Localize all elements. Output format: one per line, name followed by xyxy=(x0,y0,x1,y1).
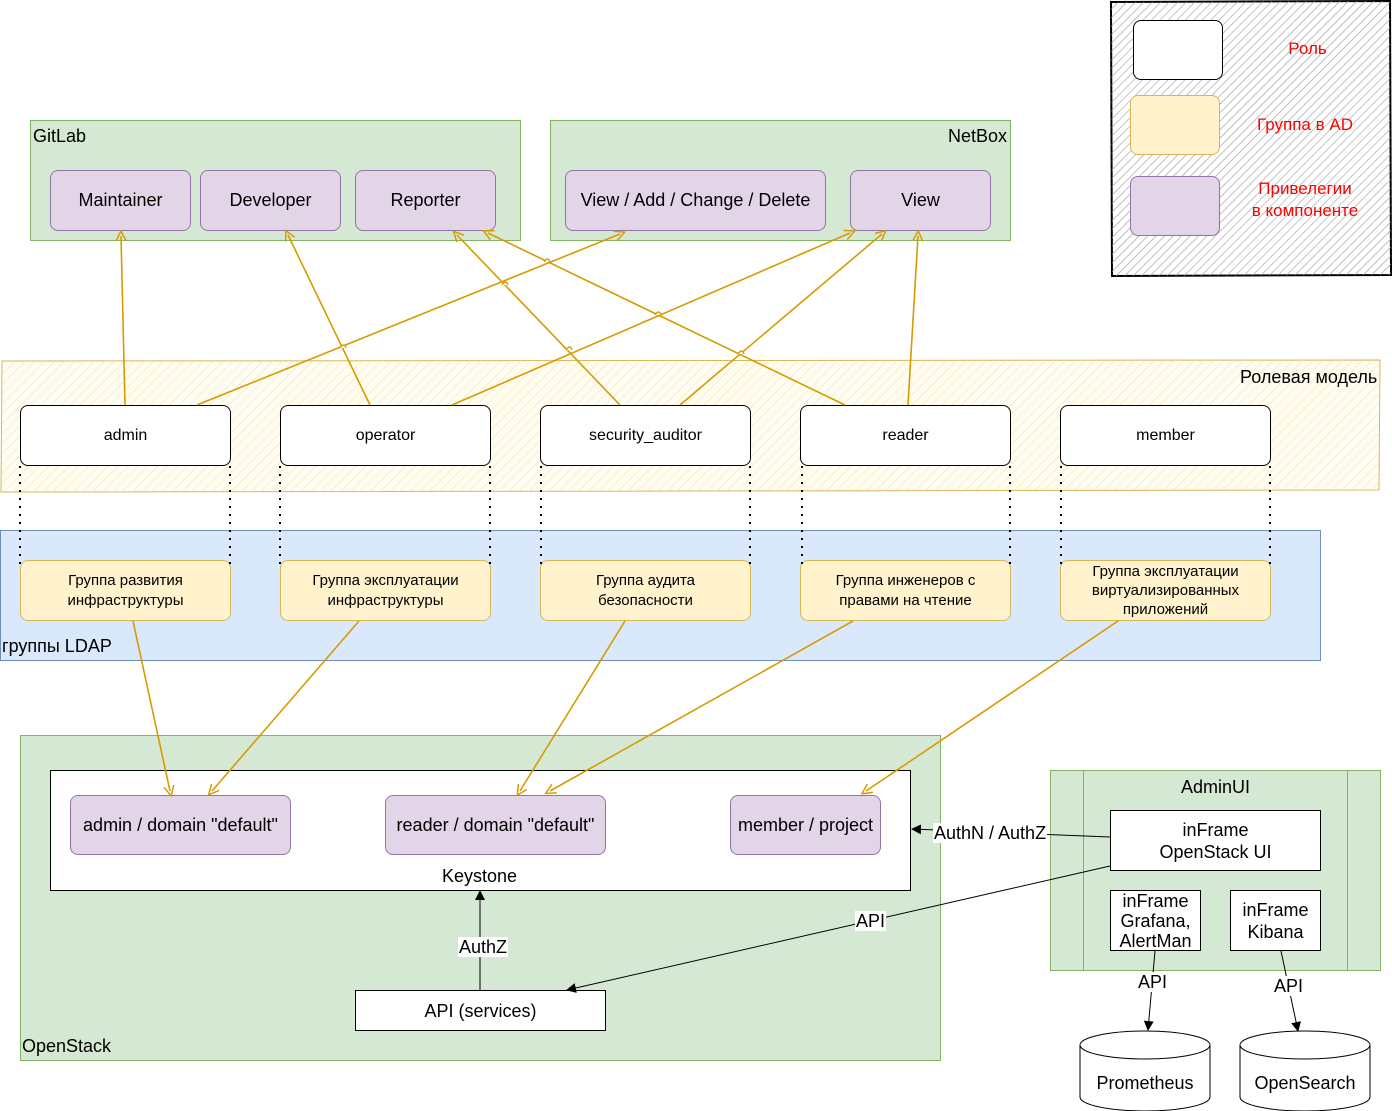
netbox-title: NetBox xyxy=(948,126,1008,146)
arrow-admin-maintainer xyxy=(121,236,125,406)
prometheus-label: Prometheus xyxy=(1096,1073,1194,1093)
keystone-role-member-project[interactable]: member / project xyxy=(730,795,881,855)
keystone-role-admin-default[interactable]: admin / domain "default" xyxy=(70,795,291,855)
keystone-role-reader-default[interactable]: reader / domain "default" xyxy=(385,795,606,855)
arrow-auditor-reporter xyxy=(457,235,621,406)
api-services-box[interactable]: API (services) xyxy=(355,990,606,1031)
role-reader[interactable]: reader xyxy=(800,405,1011,466)
adminui-right-divider xyxy=(1347,770,1348,971)
ldap-title: группы LDAP xyxy=(2,636,112,656)
legend-ad-label: Группа в AD xyxy=(1257,115,1353,134)
legend-privileges-label: Привелегии в компоненте xyxy=(1251,179,1359,220)
edge-label-api-main: API xyxy=(855,911,887,931)
netbox-role-vacd[interactable]: View / Add / Change / Delete xyxy=(565,170,826,231)
arrow-operator-developer xyxy=(288,235,371,406)
gitlab-role-maintainer[interactable]: Maintainer xyxy=(50,170,191,231)
gitlab-role-reporter[interactable]: Reporter xyxy=(355,170,496,231)
role-model-title: Ролевая модель xyxy=(1240,367,1378,387)
adminui-title: AdminUI xyxy=(1181,777,1251,797)
arrow-operator-view xyxy=(451,233,850,406)
role-admin[interactable]: admin xyxy=(20,405,231,466)
adminui-left-divider xyxy=(1083,770,1084,971)
openstack-title: OpenStack xyxy=(22,1036,112,1056)
role-member[interactable]: member xyxy=(1060,405,1271,466)
role-operator[interactable]: operator xyxy=(280,405,491,466)
arrow-auditor-view xyxy=(679,234,882,406)
opensearch-cylinder xyxy=(1239,1030,1371,1111)
role-security-auditor[interactable]: security_auditor xyxy=(540,405,751,466)
prometheus-cylinder xyxy=(1079,1030,1211,1111)
edge-label-authz: AuthZ xyxy=(458,937,509,957)
line-hops xyxy=(339,258,745,355)
gitlab-role-developer[interactable]: Developer xyxy=(200,170,341,231)
edge-label-authn-authz: AuthN / AuthZ xyxy=(933,823,1048,843)
keystone-title: Keystone xyxy=(442,866,518,886)
edge-label-api-grafana: API xyxy=(1137,972,1169,992)
opensearch-label: OpenSearch xyxy=(1254,1073,1356,1093)
role-privilege-arrows xyxy=(121,233,918,406)
netbox-role-view[interactable]: View xyxy=(850,170,991,231)
arrow-reader-reporter xyxy=(488,233,846,406)
datastore-cylinders xyxy=(1079,1030,1371,1111)
arrow-reader-view xyxy=(907,236,918,406)
arrow-admin-vacd xyxy=(196,234,620,406)
gitlab-title: GitLab xyxy=(33,126,87,146)
edge-label-api-kibana: API xyxy=(1273,976,1305,996)
legend-ad-swatch xyxy=(1130,95,1220,155)
legend-role-label: Роль xyxy=(1288,39,1327,58)
legend-role-swatch xyxy=(1133,20,1223,80)
legend-privileges-swatch xyxy=(1130,176,1220,236)
